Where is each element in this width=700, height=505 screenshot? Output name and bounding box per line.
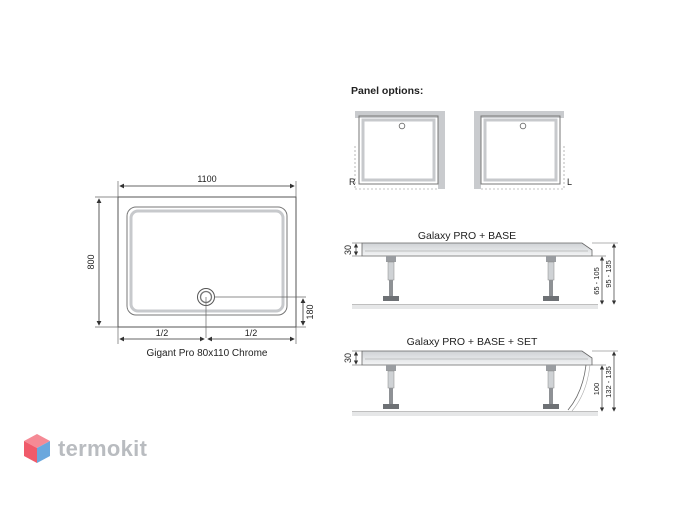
support-leg <box>383 365 399 409</box>
tray-basin-inner <box>129 209 285 313</box>
support-leg <box>543 256 559 301</box>
tray-section <box>361 350 593 366</box>
tray-basin <box>126 206 288 316</box>
panel-left-mark: L <box>567 177 572 187</box>
panel-right-mark: R <box>349 177 356 187</box>
product-caption: Gigant Pro 80x110 Chrome <box>147 348 268 359</box>
plan-view: 1100 800 180 1/2 1/2 Gigant Pro 80x110 C… <box>86 174 315 359</box>
panel-option-right: R <box>349 111 445 190</box>
inner-dimension-label: 65 - 105 <box>592 267 601 295</box>
drain-dimension-label: 180 <box>305 304 315 319</box>
support-leg <box>543 365 559 409</box>
brand-name: termokit <box>58 436 148 461</box>
half-left-label: 1/2 <box>156 328 169 338</box>
tray-section <box>361 242 593 257</box>
tray-outline <box>117 196 297 328</box>
panel-options: Panel options: R L <box>349 85 572 190</box>
section-base-set-title: Galaxy PRO + BASE + SET <box>407 336 538 348</box>
termokit-cube-icon <box>24 434 50 463</box>
half-right-label: 1/2 <box>245 328 258 338</box>
inner-dimension-label: 100 <box>592 383 601 396</box>
panel-option-left: L <box>474 111 572 190</box>
panel-options-heading: Panel options: <box>351 85 423 97</box>
section-base: Galaxy PRO + BASE 30 65 - 105 95 <box>343 230 618 309</box>
rim-dimension-label: 30 <box>343 245 353 255</box>
height-dimension-label: 800 <box>86 254 96 269</box>
drain-icon <box>398 122 406 130</box>
section-base-title: Galaxy PRO + BASE <box>418 230 516 242</box>
brand-logo: termokit <box>22 432 147 466</box>
section-base-set: Galaxy PRO + BASE + SET 30 100 132 - 135 <box>343 336 618 416</box>
total-dimension-label: 95 - 135 <box>604 260 613 288</box>
width-dimension-label: 1100 <box>197 174 216 184</box>
front-panel <box>567 364 587 411</box>
rim-dimension-label: 30 <box>343 353 353 363</box>
drain-icon <box>519 122 527 130</box>
support-leg <box>383 256 399 301</box>
total-dimension-label: 132 - 135 <box>604 366 613 398</box>
